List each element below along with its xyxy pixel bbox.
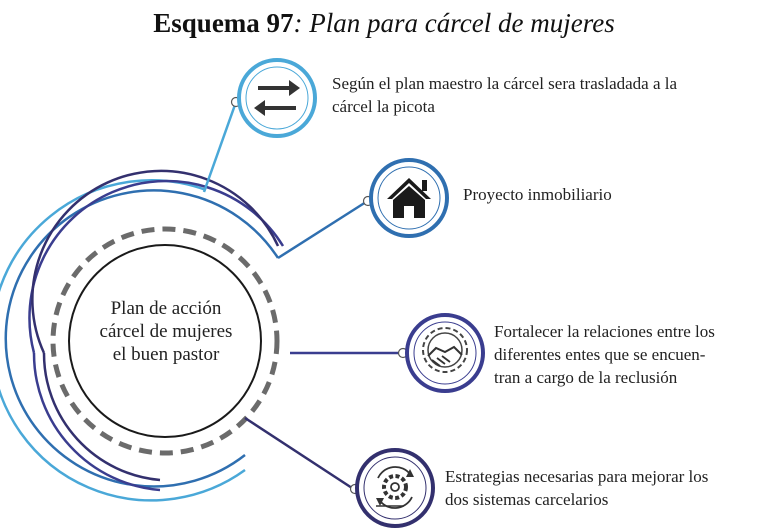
- item-1-line: Según el plan maestro la cárcel sera tra…: [332, 74, 678, 93]
- cycle-gear-icon: [355, 448, 435, 528]
- connector-2: [277, 200, 367, 260]
- item-4-line: Estrategias necesarias para mejorar los: [445, 467, 709, 486]
- title-number: Esquema 97: [153, 8, 294, 38]
- item-3-line: Fortalecer la relaciones entre los: [494, 322, 715, 341]
- handshake-gear-icon: [405, 313, 485, 393]
- connector-1: [202, 101, 238, 193]
- connector-4: [244, 416, 353, 490]
- title-subtitle: Plan para cárcel de mujeres: [309, 8, 615, 38]
- center-label-line: Plan de acción: [110, 298, 222, 319]
- item-2-line: Proyecto inmobiliario: [463, 185, 612, 204]
- arc-item-1: [0, 179, 246, 502]
- item-3-line: tran a cargo de la reclusión: [494, 368, 678, 387]
- arc-item-4-lower: [42, 352, 161, 482]
- arc-item-3-lower: [32, 352, 161, 492]
- swap-arrows-icon: [237, 58, 317, 138]
- item-3-line: diferentes entes que se encuen-: [494, 345, 706, 364]
- center-label-line: cárcel de mujeres: [99, 321, 233, 342]
- arc-item-4: [31, 169, 280, 354]
- item-1-line: cárcel la picota: [332, 97, 435, 116]
- center-label: Plan de acción cárcel de mujeres el buen…: [82, 297, 250, 366]
- item-2-text: Proyecto inmobiliario: [463, 183, 743, 206]
- dashed-ring: [50, 226, 280, 456]
- item-4-line: dos sistemas carcelarios: [445, 490, 609, 509]
- item-3-text: Fortalecer la relaciones entre los difer…: [494, 320, 762, 389]
- house-icon: [369, 158, 449, 238]
- title-separator: :: [293, 8, 310, 38]
- center-label-line: el buen pastor: [112, 344, 220, 365]
- diagram-title: Esquema 97: Plan para cárcel de mujeres: [0, 6, 768, 40]
- item-1-text: Según el plan maestro la cárcel sera tra…: [332, 72, 762, 118]
- center-circle: [68, 244, 262, 438]
- item-4-text: Estrategias necesarias para mejorar los …: [445, 465, 765, 511]
